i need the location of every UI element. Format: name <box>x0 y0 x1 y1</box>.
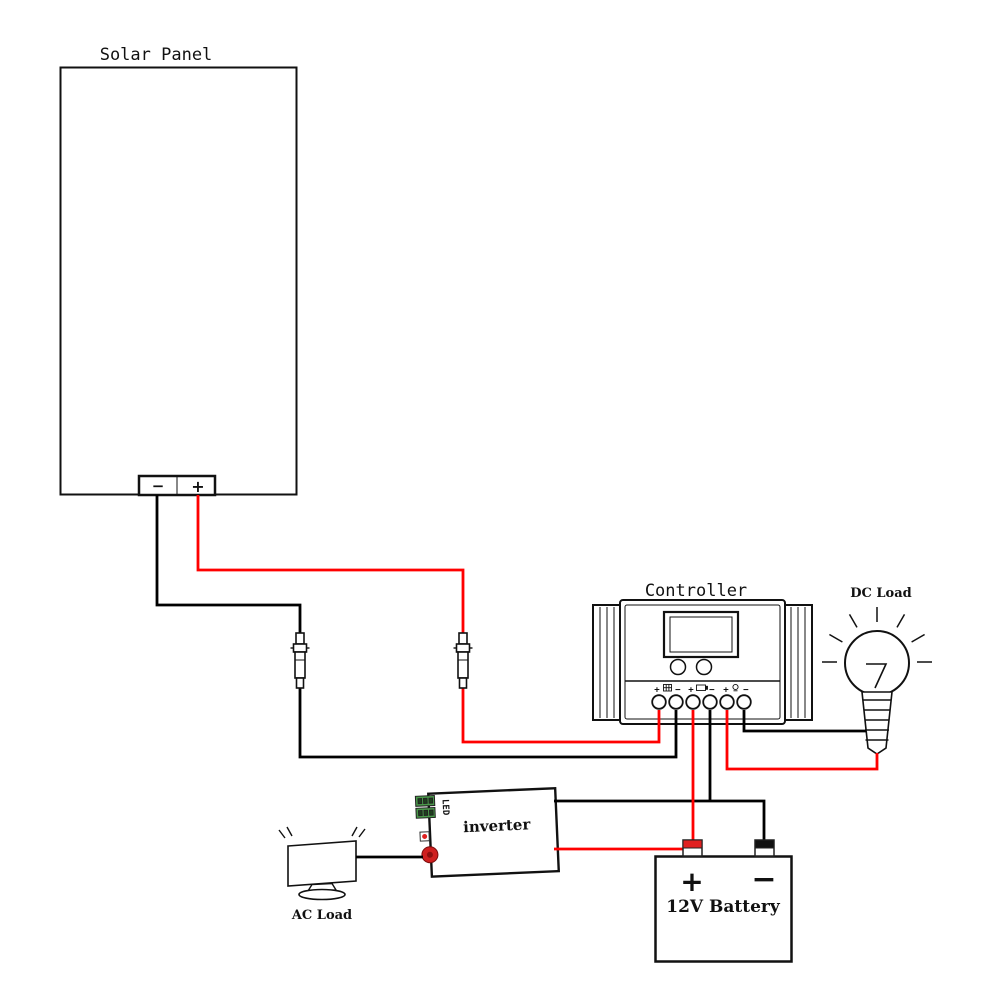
load-pair-plus: + <box>723 686 729 696</box>
terminal-solar-plus <box>651 694 667 710</box>
wire-dc-load-negative <box>742 710 866 733</box>
bulb-filament <box>866 663 888 689</box>
battery-positive-sign: + <box>680 865 703 898</box>
terminal-solar-minus <box>668 694 684 710</box>
charge-controller: Controller + <box>592 581 813 725</box>
battery-label: 12V Battery <box>666 897 781 917</box>
ac-load-label: AC Load <box>291 908 352 923</box>
battery-negative-sign: − <box>751 862 776 897</box>
solar-panel-body <box>59 66 298 496</box>
solar-pair-plus: + <box>654 686 660 696</box>
bulb-base <box>861 691 893 755</box>
inverter-body <box>427 786 561 878</box>
battery-pair-plus: + <box>688 686 694 696</box>
solar-pair-minus: − <box>675 686 681 696</box>
inverter-ac-socket[interactable] <box>421 846 439 864</box>
bulb-rays <box>822 607 932 663</box>
battery-pair-minus: − <box>709 686 715 696</box>
solar-panel-icon <box>663 684 672 692</box>
terminal-battery-plus <box>685 694 701 710</box>
battery-body <box>654 855 793 963</box>
mc4-connector-negative <box>289 632 311 689</box>
monitor-base <box>298 888 346 901</box>
terminal-icons: + − + − + − <box>654 683 749 696</box>
ac-load: AC Load <box>278 826 366 923</box>
wire-battery-negative-inverter <box>554 799 766 840</box>
battery: + − 12V Battery <box>654 855 793 963</box>
dc-load: DC Load <box>822 586 932 755</box>
terminal-load-minus <box>736 694 752 710</box>
terminal-battery-minus <box>702 694 718 710</box>
inverter-label: inverter <box>463 815 532 836</box>
inverter: inverter LED <box>414 786 561 878</box>
dc-load-label: DC Load <box>850 586 911 601</box>
controller-inner-outline <box>624 604 781 720</box>
controller-terminals[interactable] <box>651 694 752 710</box>
inverter-indicator <box>419 831 430 842</box>
monitor-screen <box>287 840 357 887</box>
mc4-connector-positive <box>452 632 474 689</box>
solar-terminal-plus: + <box>191 477 204 496</box>
inverter-terminal-block[interactable] <box>414 794 436 819</box>
load-pair-minus: − <box>743 686 749 696</box>
wire-solar-positive <box>196 495 661 744</box>
emphasis-marks <box>278 826 366 839</box>
controller-right-flange <box>783 604 813 721</box>
terminal-load-plus <box>719 694 735 710</box>
wire-dc-load-positive <box>725 710 879 771</box>
solar-panel-label: Solar Panel <box>100 45 213 65</box>
controller-left-flange <box>592 604 622 721</box>
battery-posts <box>682 839 775 857</box>
controller-label: Controller <box>645 581 747 601</box>
inverter-led-label: LED <box>440 799 451 816</box>
controller-display-inner <box>669 616 733 653</box>
battery-post-positive-cap <box>682 839 703 849</box>
battery-post-negative-cap <box>754 839 775 849</box>
battery-icon <box>696 684 708 691</box>
solar-panel: Solar Panel − + <box>59 45 298 497</box>
controller-button-right[interactable] <box>695 658 713 676</box>
lamp-icon <box>732 683 739 692</box>
solar-terminal-minus: − <box>152 477 165 495</box>
controller-button-left[interactable] <box>669 658 687 676</box>
